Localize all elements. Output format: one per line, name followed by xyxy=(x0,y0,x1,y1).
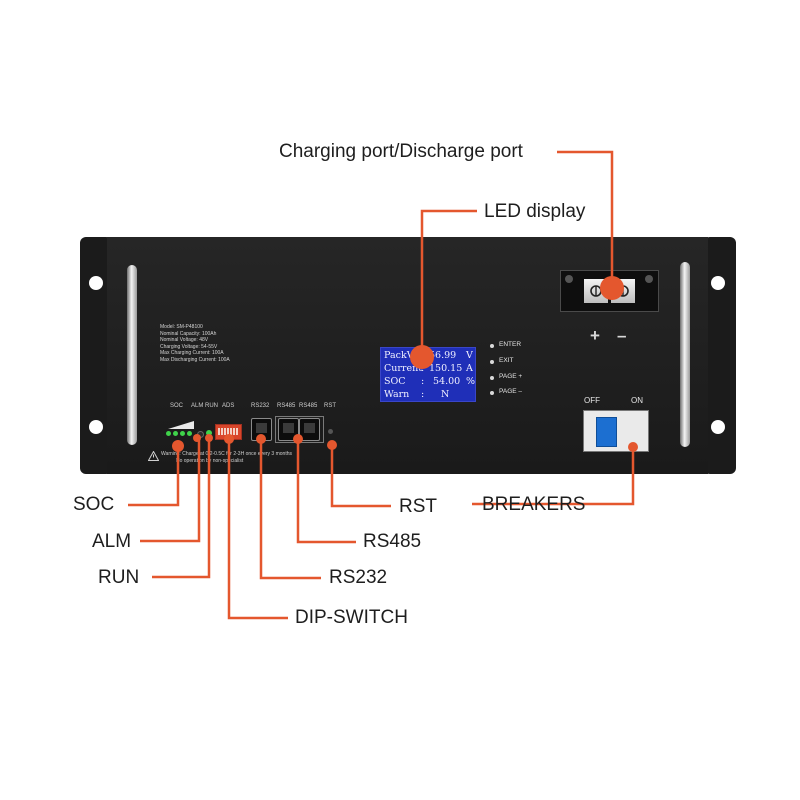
callout-dot-alm xyxy=(193,434,201,442)
page-down-label: PAGE – xyxy=(499,388,523,395)
label-alm: ALM xyxy=(92,531,132,552)
leader-dip-switch xyxy=(227,440,288,620)
lcd-label: Current xyxy=(384,363,423,374)
label-soc: SOC xyxy=(73,494,115,515)
leader-alm xyxy=(140,440,201,543)
label-rst: RST xyxy=(399,496,437,517)
rst-panel-label: RST xyxy=(324,403,336,409)
callout-dot-led-display xyxy=(410,345,434,369)
callout-dot-rs485 xyxy=(293,434,303,444)
mounting-hole-top-right xyxy=(711,276,725,290)
warning-icon xyxy=(148,451,159,461)
warning-line-1: Warning: Charge at 0.2-0.5C for 2-3H onc… xyxy=(161,451,292,457)
lcd-unit: V xyxy=(466,350,473,361)
dip-switch[interactable] xyxy=(215,424,242,440)
label-dip-switch: DIP-SWITCH xyxy=(295,607,408,628)
lcd-value: 54.00 xyxy=(433,376,461,387)
rs485-panel-label-a: RS485 xyxy=(277,403,296,409)
label-rs485: RS485 xyxy=(363,531,422,552)
leader-rst xyxy=(330,445,391,508)
callout-dot-breakers xyxy=(628,442,638,452)
breaker-on-label: ON xyxy=(631,396,643,405)
label-breakers: BREAKERS xyxy=(482,494,586,515)
rs232-panel-label: RS232 xyxy=(251,403,270,409)
soc-led-4 xyxy=(187,431,192,436)
leader-run xyxy=(152,440,211,579)
breaker-off-label: OFF xyxy=(584,396,600,405)
breaker[interactable] xyxy=(583,410,649,452)
rst-button[interactable] xyxy=(328,429,333,434)
mounting-hole-bottom-right xyxy=(711,420,725,434)
lcd-label: Warn xyxy=(384,389,410,400)
positive-symbol: + xyxy=(590,326,600,345)
exit-button[interactable] xyxy=(490,360,494,364)
label-charging-port: Charging port/Discharge port xyxy=(279,141,523,162)
mounting-hole-bottom-left xyxy=(89,420,103,434)
callout-dot-dip-switch xyxy=(224,434,234,444)
page-up-button[interactable] xyxy=(490,376,494,380)
leader-rs232 xyxy=(259,440,321,580)
mounting-hole xyxy=(89,513,103,527)
lcd-row-soc: SOC : 54.00 % xyxy=(381,375,475,388)
callout-dot-run xyxy=(205,434,213,442)
enter-label: ENTER xyxy=(499,341,522,348)
soc-led-2 xyxy=(173,431,178,436)
alm-run-panel-label: ALM RUN xyxy=(191,403,219,409)
right-handle[interactable] xyxy=(680,262,690,447)
soc-leds xyxy=(166,431,196,437)
negative-symbol: – xyxy=(617,326,627,345)
lcd-row-packv: PackV 56.99 V xyxy=(381,349,475,362)
left-handle[interactable] xyxy=(127,265,137,445)
callout-dot-rst xyxy=(327,440,337,450)
rs485-panel-label-b: RS485 xyxy=(299,403,318,409)
leader-charging-port xyxy=(557,150,614,287)
lcd-label: SOC xyxy=(384,376,406,387)
lcd-value: 56.99 xyxy=(429,350,457,361)
lcd-unit: A xyxy=(466,363,473,374)
lcd-sep: : xyxy=(421,389,425,400)
lcd-value: N xyxy=(441,389,450,400)
mounting-hole-top-left xyxy=(89,276,103,290)
enter-button[interactable] xyxy=(490,344,494,348)
page-up-label: PAGE + xyxy=(499,373,523,380)
rs485-port-b[interactable] xyxy=(299,418,320,441)
soc-led-3 xyxy=(180,431,185,436)
soc-panel-label: SOC xyxy=(170,403,184,409)
callout-dot-rs232 xyxy=(256,434,266,444)
lcd-unit: % xyxy=(466,376,476,387)
lcd-sep: : xyxy=(421,376,425,387)
ads-panel-label: ADS xyxy=(222,403,235,409)
label-rs232: RS232 xyxy=(329,567,388,588)
lcd-value: 150.15 xyxy=(429,363,463,374)
breaker-toggle[interactable] xyxy=(596,417,617,447)
label-led-display: LED display xyxy=(484,201,586,222)
leader-led-display xyxy=(420,209,477,355)
callout-dot-soc xyxy=(172,440,184,452)
soc-level-bar xyxy=(168,421,194,429)
leader-soc xyxy=(128,446,180,507)
callout-dot-charging-port xyxy=(600,276,624,300)
exit-label: EXIT xyxy=(499,357,514,364)
soc-led-1 xyxy=(166,431,171,436)
page-down-button[interactable] xyxy=(490,391,494,395)
label-run: RUN xyxy=(98,567,140,588)
lcd-row-warn: Warn : N xyxy=(381,388,475,401)
leader-breakers xyxy=(472,447,635,506)
run-led xyxy=(206,430,212,436)
leader-rs485 xyxy=(296,440,356,544)
spec-label: Model: SM-P48100 Nominal Capacity: 100Ah… xyxy=(160,324,230,363)
lcd-label: PackV xyxy=(384,350,414,361)
